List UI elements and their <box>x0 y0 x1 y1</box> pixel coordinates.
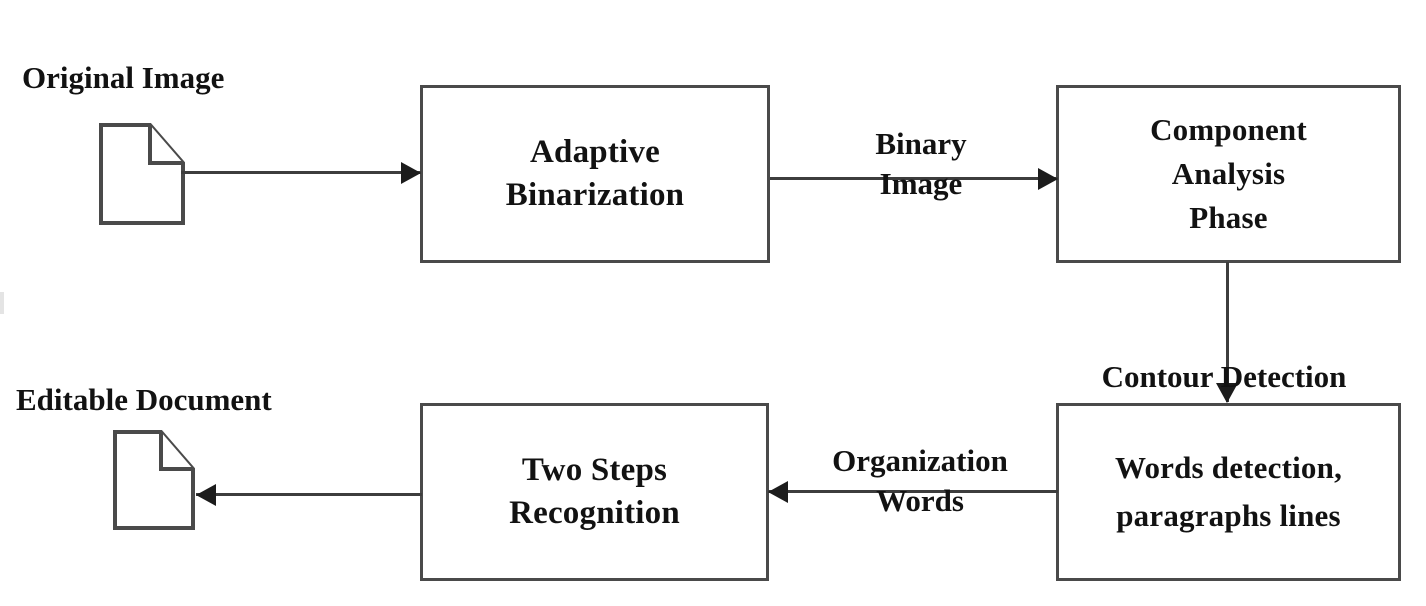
scan-artifact <box>0 292 4 314</box>
process-box-component-analysis[interactable]: Component Analysis Phase <box>1056 85 1401 263</box>
process-box-label: Two Steps Recognition <box>509 452 680 531</box>
process-box-label: Words detection, paragraphs lines <box>1114 449 1343 533</box>
arrowhead-right-icon <box>401 162 421 184</box>
original-image-caption: Original Image <box>22 60 225 95</box>
process-box-adaptive-binarization[interactable]: Adaptive Binarization <box>420 85 770 263</box>
edge-label-binary-image: Binary Image <box>875 126 967 202</box>
process-box-words-detection[interactable]: Words detection, paragraphs lines <box>1056 403 1401 581</box>
edge-label-organization-words: Organization Words <box>832 443 1008 519</box>
editable-document-caption: Editable Document <box>16 382 272 417</box>
process-box-two-steps-recognition[interactable]: Two Steps Recognition <box>420 403 769 581</box>
document-icon <box>98 122 186 226</box>
arrowhead-right-icon <box>1038 168 1058 190</box>
connector-recognition-to-editable <box>196 493 422 496</box>
arrowhead-left-icon <box>768 481 788 503</box>
process-box-label: Adaptive Binarization <box>505 134 685 213</box>
arrowhead-down-icon <box>1216 383 1238 403</box>
edge-label-contour-detection: Contour Detection <box>1101 359 1347 394</box>
connector-binarization-to-component <box>770 177 1058 180</box>
connector-original-to-binarization <box>181 171 421 174</box>
process-box-label: Component Analysis Phase <box>1150 111 1307 235</box>
connector-component-to-words <box>1226 262 1229 402</box>
document-icon <box>112 429 196 531</box>
connector-words-to-recognition <box>768 490 1058 493</box>
arrowhead-left-icon <box>196 484 216 506</box>
